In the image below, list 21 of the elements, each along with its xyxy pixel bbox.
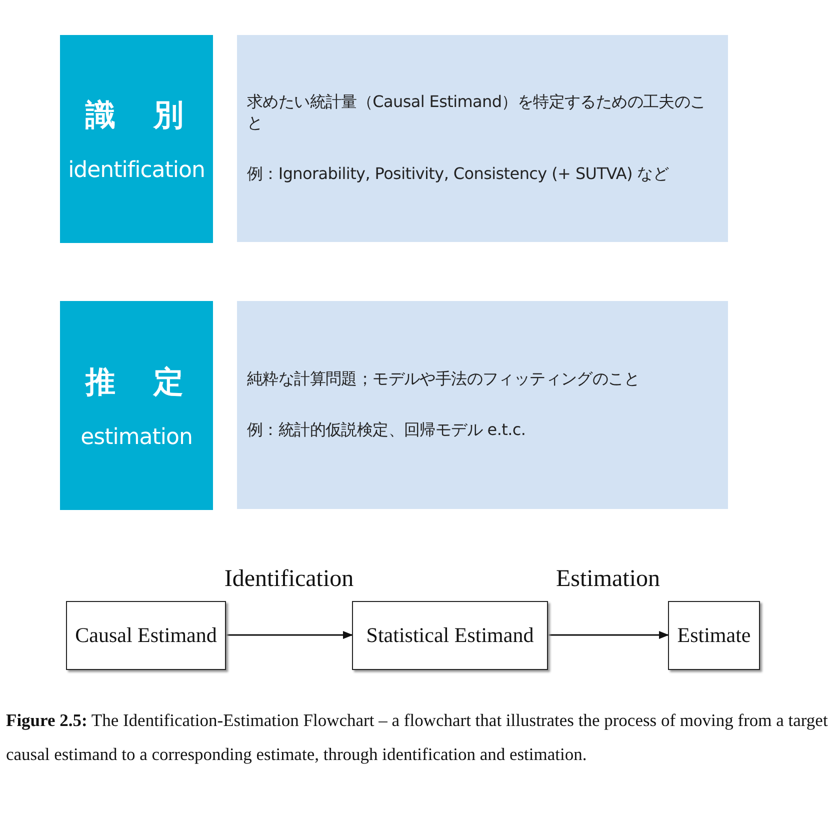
- term-box: [60, 301, 213, 510]
- process-box: [66, 601, 226, 670]
- box-label: Estimate: [677, 623, 751, 648]
- term-heading: 推 定: [86, 364, 188, 402]
- term-heading: 識 別: [86, 97, 188, 135]
- description-text: 純粋な計算問題；モデルや手法のフィッティングのこと: [247, 369, 641, 390]
- arrow: [226, 631, 353, 639]
- term-english: estimation: [80, 424, 192, 450]
- figure-caption: Figure 2.5: The Identification-Estimation Flowchart – a flowchart that illustrates the process of moving from a target causal estimand to a corresponding estimate, through identification and estimation.: [6, 709, 829, 766]
- description-box: [237, 301, 728, 509]
- description-box: [237, 35, 728, 242]
- example-text: 例：統計的仮説検定、回帰モデル e.t.c.: [247, 420, 527, 441]
- term-box: [60, 35, 213, 243]
- process-box: [352, 601, 548, 670]
- arrow: [548, 631, 669, 639]
- process-box: [668, 601, 760, 670]
- description-text: 求めたい統計量（Causal Estimand）を特定するための工夫のこと: [247, 92, 707, 134]
- term-english: identification: [68, 158, 205, 183]
- box-label: Causal Estimand: [75, 623, 217, 648]
- example-text: 例：Ignorability, Positivity, Consistency (+ SUTVA) など: [247, 164, 670, 185]
- box-label: Statistical Estimand: [366, 623, 534, 648]
